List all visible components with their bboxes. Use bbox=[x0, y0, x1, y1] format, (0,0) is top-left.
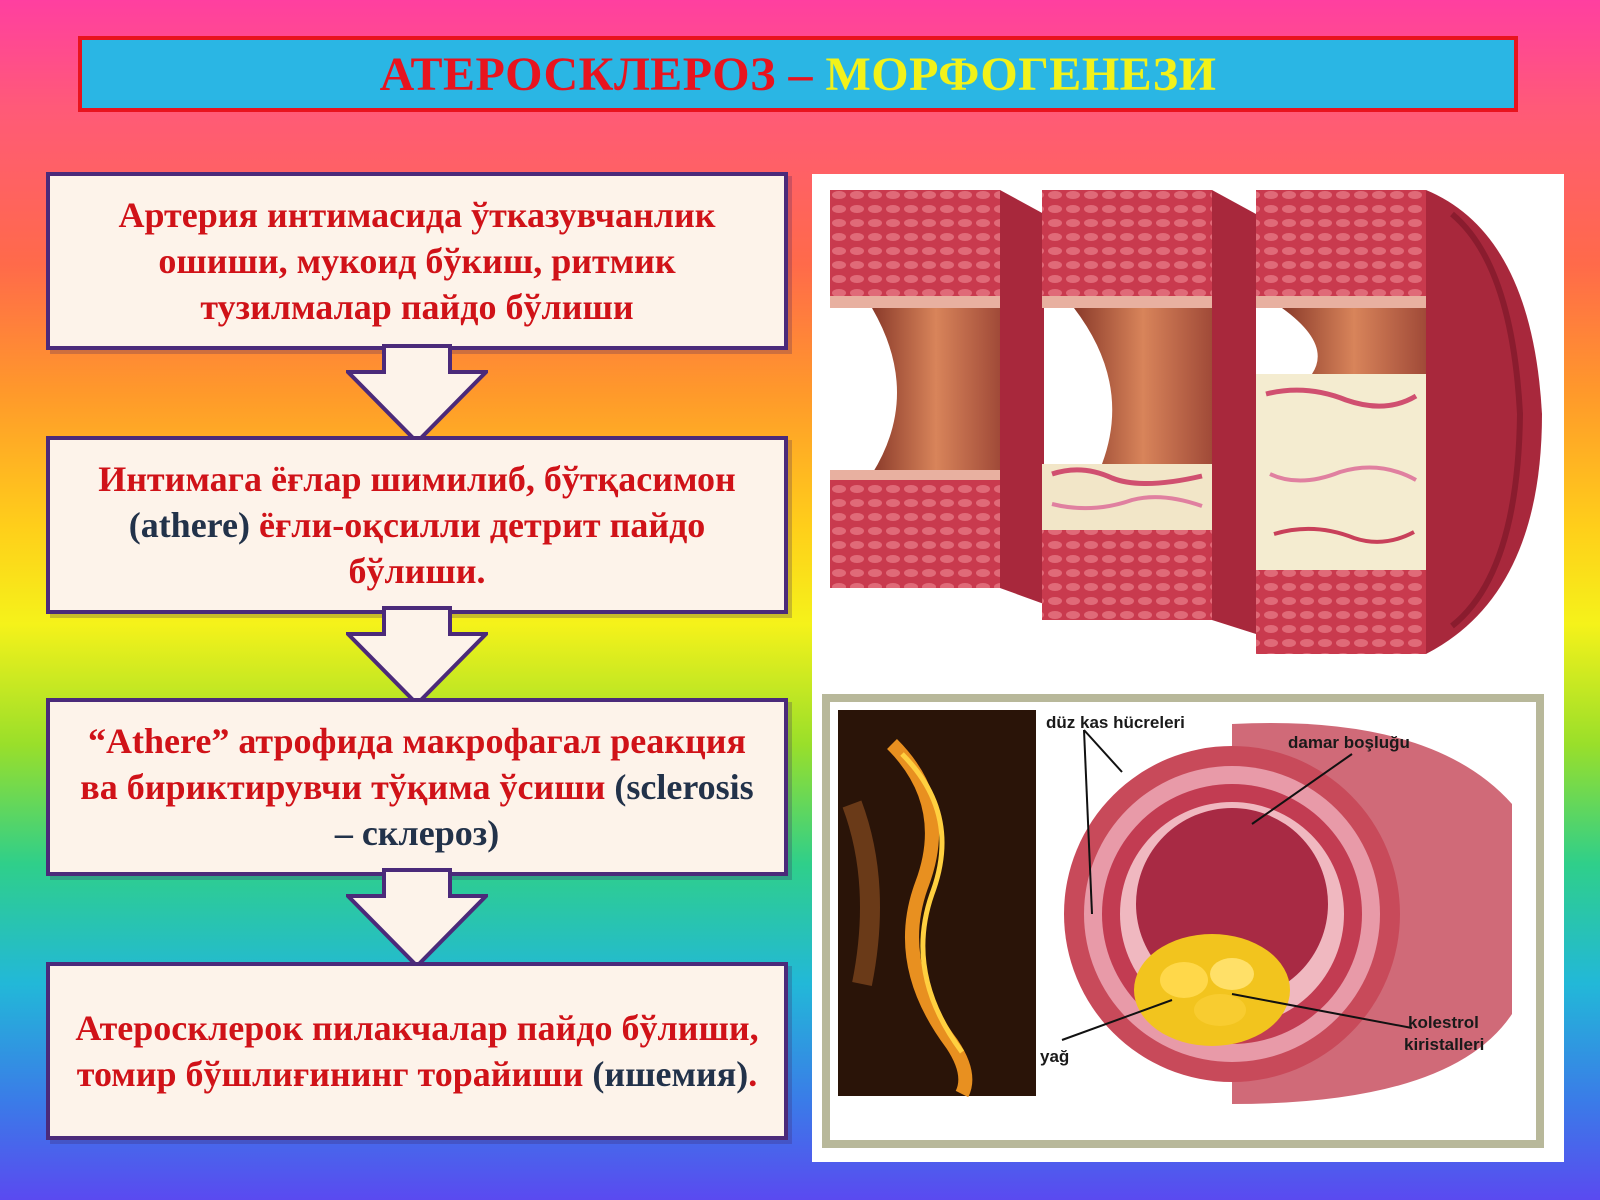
title-sub: МОРФОГЕНЕЗИ bbox=[825, 47, 1217, 101]
down-arrow-icon bbox=[346, 606, 488, 706]
artery-diagram: düz kas hücreleri damar boşluğu kolestro… bbox=[812, 684, 1564, 1162]
step-1-text: Артерия интимасида ўтказувчанлик ошиши, … bbox=[118, 195, 716, 327]
step-4-text: Атеросклерок пилакчалар пайдо бўлиши, то… bbox=[75, 1008, 759, 1094]
step-2-box: Интимага ёғлар шимилиб, бўтқасимон (athe… bbox=[46, 436, 788, 614]
label-lumen: damar boşluğu bbox=[1288, 733, 1410, 752]
label-cholesterol: kolestrol bbox=[1408, 1013, 1479, 1032]
step-3-box: “Athere” атрофида макрофагал реакция ва … bbox=[46, 698, 788, 876]
title-bar: АТЕРОСКЛЕРОЗ – МОРФОГЕНЕЗИ bbox=[78, 36, 1518, 112]
step-3-text: “Athere” атрофида макрофагал реакция ва … bbox=[80, 721, 754, 853]
label-muscle-cells: düz kas hücreleri bbox=[1046, 713, 1185, 732]
step-2-text: Интимага ёғлар шимилиб, бўтқасимон (athe… bbox=[98, 459, 736, 591]
label-crystals: kiristalleri bbox=[1404, 1035, 1484, 1054]
step-4-box: Атеросклерок пилакчалар пайдо бўлиши, то… bbox=[46, 962, 788, 1140]
artery-progression-illustration bbox=[812, 174, 1564, 684]
down-arrow-icon bbox=[346, 868, 488, 968]
step-1-box: Артерия интимасида ўтказувчанлик ошиши, … bbox=[46, 172, 788, 350]
label-fat: yağ bbox=[1040, 1047, 1069, 1066]
title-main: АТЕРОСКЛЕРОЗ – bbox=[379, 47, 813, 101]
down-arrow-icon bbox=[346, 344, 488, 444]
